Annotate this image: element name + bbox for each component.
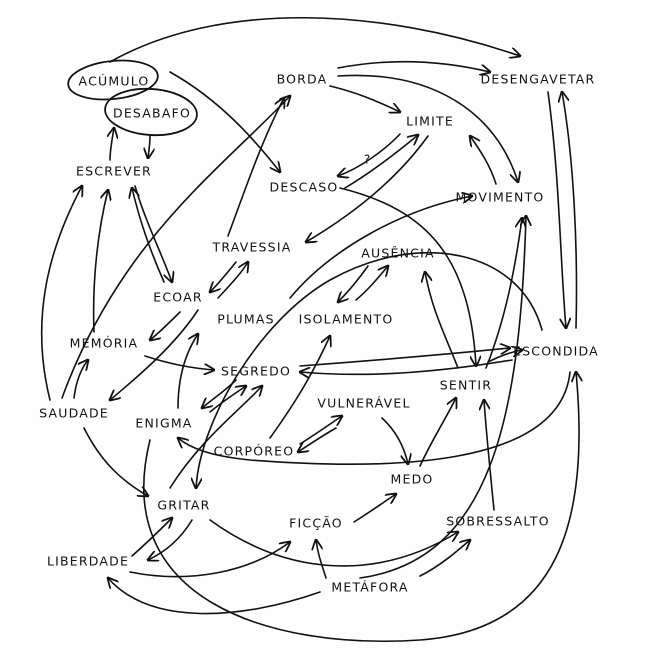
- node-medo: MEDO: [391, 472, 434, 487]
- node-corporeo: CORPÓREO: [214, 444, 295, 459]
- edge-medo-sentir: [419, 398, 456, 467]
- edge-ficcao-medo: [353, 494, 396, 523]
- edge-gritar-sobressalto: [209, 519, 458, 567]
- desabafo-outline: [104, 87, 198, 137]
- node-escondida: ESCONDIDA: [513, 344, 599, 359]
- edge-acumulo-descaso: [169, 71, 280, 172]
- edge-escrever-desabafo: [110, 128, 114, 161]
- edge-isolamento-ausencia: [355, 266, 388, 301]
- node-descaso: DESCASO: [270, 180, 339, 195]
- edge-saudade-acumulo: [61, 96, 290, 399]
- edge-escondida-gritar: [196, 251, 543, 488]
- edge-borda-movimento: [337, 74, 518, 182]
- edge-ausencia-isolamento: [338, 265, 369, 302]
- edge-descaso-sentir: [339, 187, 476, 366]
- edge-limite-descaso: [338, 133, 401, 176]
- edge-ecoar-memoria: [150, 311, 181, 340]
- edge-sentir-ausencia: [425, 272, 459, 369]
- edge-enigma-plumas: [177, 334, 198, 409]
- node-borda: BORDA: [277, 72, 328, 87]
- edge-borda-limite: [329, 85, 400, 112]
- edge-travessia-ecoar: [210, 261, 237, 292]
- edge-plumas-movimento: [289, 196, 472, 299]
- node-ficcao: FICÇÃO: [289, 516, 343, 531]
- edge-metafora-liberdade: [108, 578, 321, 615]
- node-layer: ACÚMULO DESABAFO ESCREVER BORDA DESENGAV…: [39, 72, 599, 595]
- node-plumas: PLUMAS: [217, 312, 275, 327]
- edge-vulneravel-medo: [381, 417, 408, 464]
- edge-gritar-liberdade: [148, 519, 193, 560]
- edge-memoria-segredo: [144, 355, 214, 370]
- edge-corporeo-isolamento: [269, 336, 330, 439]
- node-enigma: ENIGMA: [135, 416, 192, 431]
- edge-sobressalto-sentir: [484, 400, 495, 511]
- node-escrever: ESCREVER: [76, 164, 152, 179]
- edge-escondida-enigma: [178, 371, 571, 466]
- edge-vulneravel-corporeo: [298, 427, 337, 452]
- edge-sentir-escondida: [487, 350, 522, 363]
- edge-corporeo-vulneravel: [299, 416, 342, 445]
- node-sobressalto: SOBRESSALTO: [446, 514, 550, 529]
- node-saudade: SAUDADE: [39, 406, 109, 421]
- edge-ecoar-travessia: [217, 262, 248, 299]
- node-acumulo: ACÚMULO: [79, 74, 150, 89]
- edge-travessia-borda: [227, 98, 284, 237]
- edge-saudade-memoria: [73, 360, 88, 399]
- edge-ecoar-saudade: [110, 309, 199, 400]
- node-desengavetar: DESENGAVETAR: [481, 72, 596, 87]
- question-mark: ?: [364, 153, 370, 167]
- edge-layer: [40, 17, 579, 643]
- edge-escondida-desengavetar: [562, 92, 578, 329]
- node-isolamento: ISOLAMENTO: [299, 312, 394, 327]
- node-liberdade: LIBERDADE: [47, 554, 129, 569]
- edge-metafora-sobressalto: [419, 540, 470, 577]
- edge-desengavetar-escondida: [547, 91, 566, 328]
- edge-sentir-movimento: [485, 218, 522, 369]
- node-ecoar: ECOAR: [153, 290, 202, 305]
- edge-descaso-limite: [344, 135, 418, 189]
- edge-saudade-gritar: [83, 427, 148, 496]
- node-vulneravel: VULNERÁVEL: [317, 396, 410, 411]
- edge-limite-travessia: [306, 135, 429, 242]
- edge-movimento-limite: [470, 136, 497, 185]
- edge-memoria-escrever: [92, 190, 108, 333]
- edge-liberdade-ficcao: [129, 542, 290, 578]
- edge-borda-desengavetar: [337, 60, 490, 72]
- edge-segredo-escondida: [299, 348, 510, 367]
- edge-escondida-segredo: [300, 359, 513, 374]
- node-sentir: SENTIR: [440, 378, 492, 393]
- node-metafora: METÁFORA: [331, 580, 408, 595]
- node-movimento: MOVIMENTO: [456, 190, 545, 205]
- node-memoria: MEMÓRIA: [70, 336, 139, 351]
- edge-metafora-movimento: [359, 216, 526, 579]
- node-segredo: SEGREDO: [221, 364, 291, 379]
- edge-ecoar-escrever: [132, 188, 165, 283]
- node-travessia: TRAVESSIA: [212, 240, 292, 255]
- node-desabafo: DESABAFO: [113, 106, 191, 121]
- edge-metafora-ficcao: [316, 540, 327, 579]
- edge-escrever-ecoar: [134, 185, 172, 282]
- edge-liberdade-gritar: [131, 518, 172, 557]
- edge-gritar-segredo: [169, 386, 262, 489]
- node-ausencia: AUSÊNCIA: [361, 246, 434, 261]
- node-gritar: GRITAR: [157, 498, 210, 513]
- edge-desabafo-escrever: [148, 135, 150, 158]
- edge-saudade-escrever: [40, 186, 82, 401]
- edge-enigma-escondida: [143, 372, 579, 643]
- node-limite: LIMITE: [406, 114, 454, 129]
- edge-acumulo-desengavetar: [109, 17, 520, 63]
